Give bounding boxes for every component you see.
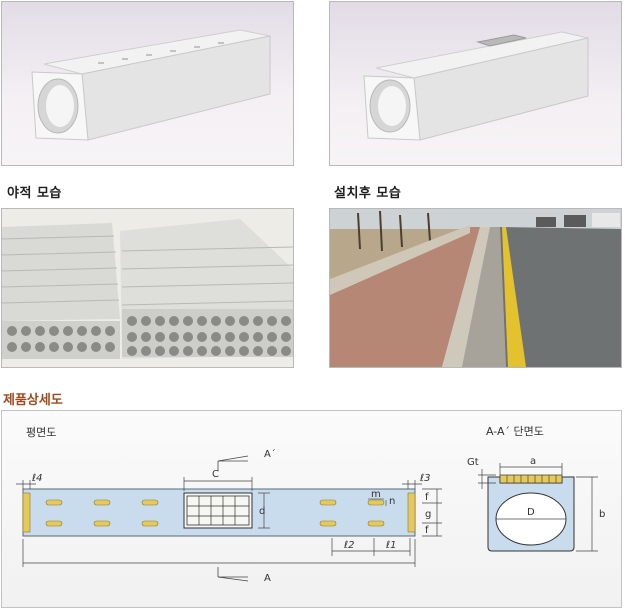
dim-l2-l1 [331,538,411,556]
label-f2: f [425,525,429,536]
drain-slots [45,499,385,527]
dim-overall-length [22,539,416,567]
label-f1: f [425,492,429,503]
dim-l3 [402,480,422,489]
installed-photo [329,208,622,368]
dim-c [183,477,253,491]
stacked-photo [1,208,294,368]
dim-fgf [422,488,442,537]
label-g: g [425,509,431,520]
section-line-bottom [217,567,249,582]
caption-installed: 설치후 모습 [334,186,402,201]
dim-a [499,463,563,475]
label-n: n [389,496,395,507]
dim-gt [478,469,496,489]
label-m: m [371,489,381,500]
label-a-prime: A´ [264,448,276,460]
caption-stacked: 야적 모습 [7,186,62,201]
label-l4: ℓ4 [32,473,43,484]
label-b: b [599,509,605,520]
label-D: D [527,507,535,518]
section-line-top [217,455,249,471]
label-l3: ℓ3 [420,473,431,484]
label-a-width: a [530,456,536,467]
label-l1: ℓ1 [386,540,397,551]
dim-d [258,492,270,529]
section-title: 제품상세도 [3,393,63,408]
label-d: d [259,506,265,517]
product-photo-2 [329,1,622,166]
product-detail-drawing: 평면도 A-A´ 단면도 [1,410,622,608]
label-c: C [212,469,219,480]
dim-b [576,476,598,552]
grating [183,492,253,529]
end-cap-right [407,492,416,533]
section-view-title: A-A´ 단면도 [486,425,544,438]
label-a: A [264,573,271,584]
plan-title: 평면도 [26,426,56,439]
dim-mn [368,498,387,506]
product-photo-1 [1,1,294,166]
label-gt: Gt [467,457,479,468]
end-cap-left [22,492,31,533]
drawing-canvas: 평면도 A-A´ 단면도 [16,425,605,584]
label-l2: ℓ2 [344,540,355,551]
dim-l4 [16,480,36,489]
